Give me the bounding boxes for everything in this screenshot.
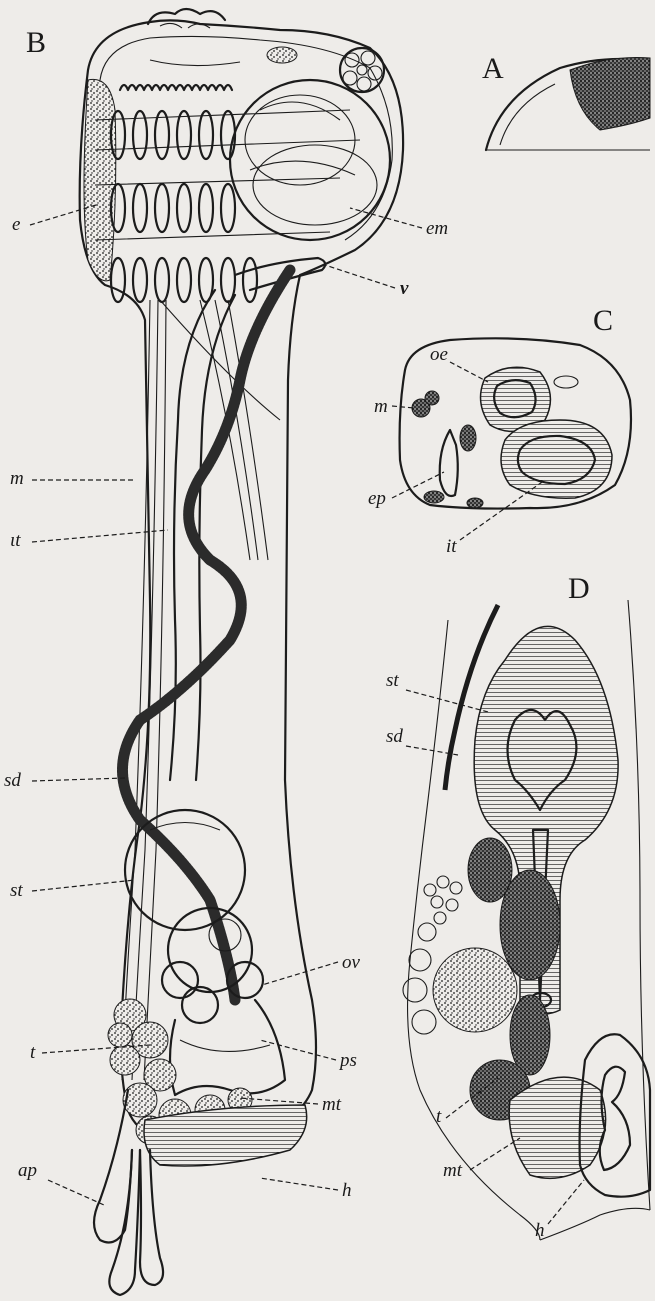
eye-cluster	[340, 48, 384, 92]
label-it-c: it	[446, 536, 457, 557]
label-oe: oe	[430, 344, 448, 365]
label-m-c: m	[374, 396, 388, 417]
label-st-b: st	[10, 880, 23, 901]
label-v: v	[400, 278, 409, 299]
label-ep: ep	[368, 488, 386, 509]
panel-b-whole-animal: B e em v m ιt sd st ov t ps mt ap h	[4, 9, 448, 1295]
embryo-sac-em	[230, 80, 390, 240]
label-t-b: t	[30, 1042, 36, 1063]
panel-letter-b: B	[26, 26, 46, 59]
label-t-d: t	[436, 1106, 442, 1127]
label-sd-d: sd	[386, 726, 403, 747]
label-e: e	[12, 214, 20, 235]
label-ov: ov	[342, 952, 361, 973]
gill-rows-e	[95, 110, 360, 302]
intestine-it	[170, 290, 235, 780]
label-ap: ap	[18, 1160, 37, 1181]
panel-c-cross-section: C oe m ep it	[368, 304, 631, 557]
label-em: em	[426, 218, 448, 239]
label-sd-b: sd	[4, 770, 21, 791]
label-it-b: ιt	[10, 530, 21, 551]
label-st-d: st	[386, 670, 399, 691]
label-mt-d: mt	[443, 1160, 463, 1181]
panel-d-longitudinal-section: D	[386, 572, 650, 1241]
label-ps: ps	[338, 1050, 357, 1071]
ovary-ov	[162, 908, 263, 1023]
panel-letter-d: D	[568, 572, 590, 605]
label-mt-b: mt	[322, 1094, 342, 1115]
panel-letter-a: A	[482, 52, 504, 85]
proboscis-sheath-ps	[170, 1000, 285, 1095]
panel-a-detail: A	[482, 52, 650, 150]
panel-letter-c: C	[593, 304, 613, 337]
label-h-b: h	[342, 1180, 352, 1201]
label-m-b: m	[10, 468, 24, 489]
ova-circles	[403, 876, 517, 1034]
label-h-d: h	[535, 1220, 545, 1241]
